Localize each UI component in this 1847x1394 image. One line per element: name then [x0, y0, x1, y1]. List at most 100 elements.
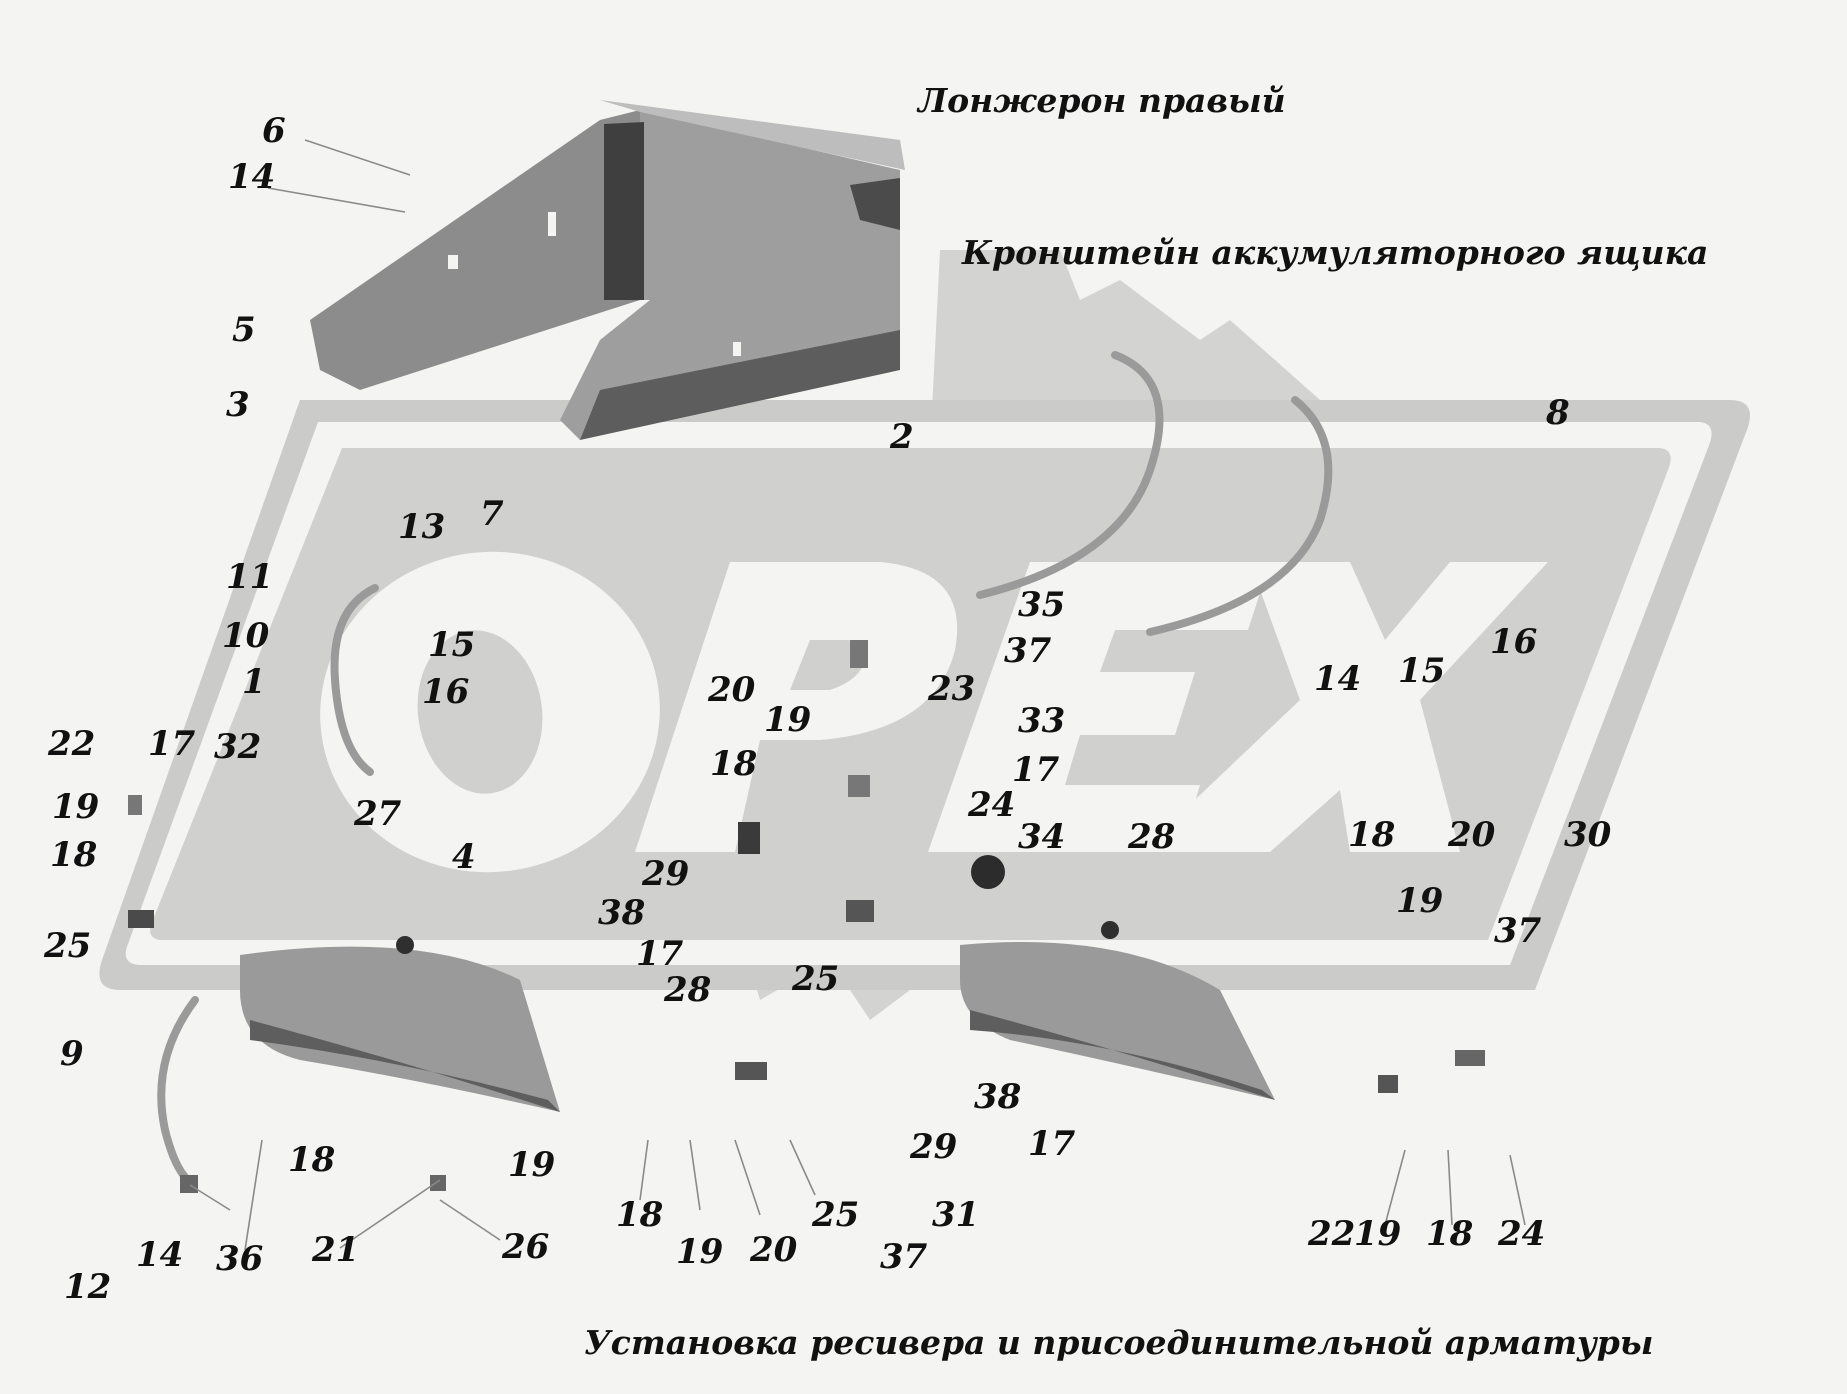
callout-label: 35 [1018, 585, 1066, 625]
callout-label: 5 [232, 310, 256, 350]
receiver-right [960, 942, 1275, 1100]
callout-label: 37 [1004, 631, 1052, 671]
callout-label: 20 [708, 670, 756, 710]
callout-label: 10 [222, 616, 270, 656]
callout-label: 26 [502, 1227, 550, 1267]
callout-label: 7 [480, 494, 504, 534]
callout-label: 33 [1018, 701, 1066, 741]
tubes [157, 351, 1333, 1186]
watermark-letter-x [1140, 562, 1548, 852]
leader-line [1447, 1149, 1453, 1226]
leader-line [244, 1139, 263, 1251]
leader-line [639, 1139, 649, 1201]
fitting-9 [180, 1175, 198, 1193]
callout-label: 19 [1396, 881, 1444, 921]
callout-label: 25 [44, 926, 92, 966]
callout-label: 28 [664, 970, 712, 1010]
callout-label: 38 [598, 893, 646, 933]
callout-label: 18 [50, 835, 98, 875]
bracket-hole-1 [448, 255, 458, 269]
callout-label: 38 [974, 1077, 1022, 1117]
callout-label: 29 [642, 854, 690, 894]
leader-line [734, 1139, 761, 1216]
watermark-letter-p [635, 562, 958, 852]
callout-label: 27 [354, 794, 402, 834]
callout-label: 37 [1494, 911, 1542, 951]
fitting-2 [128, 795, 142, 815]
leader-line [339, 1179, 441, 1249]
caption-battery-bracket: Кронштейн аккумуляторного ящика [962, 233, 1709, 272]
callout-label: 15 [428, 625, 476, 665]
receiver-right-shade [970, 1010, 1275, 1100]
fitting-4 [846, 900, 874, 922]
callout-label: 25 [812, 1195, 860, 1235]
leader-line [439, 1199, 501, 1241]
receiver-left-shade [250, 1020, 560, 1112]
drain-plug [971, 855, 1005, 889]
callout-label: 8 [1546, 393, 1570, 433]
fitting-3 [848, 775, 870, 797]
bracket-hole-3 [733, 342, 741, 356]
leader-line [1384, 1149, 1406, 1226]
bracket-right-notch [850, 178, 900, 230]
tube-left [330, 584, 379, 776]
callout-label: 17 [636, 934, 684, 974]
callout-label: 3 [226, 385, 250, 425]
callout-label: 37 [880, 1237, 928, 1277]
callout-label: 16 [422, 672, 470, 712]
bracket-hole-2 [548, 212, 556, 236]
leader-line [189, 1184, 231, 1211]
callout-label: 18 [1426, 1214, 1474, 1254]
callout-label: 30 [1564, 815, 1612, 855]
callout-label: 9 [60, 1034, 84, 1074]
callout-label: 18 [1348, 815, 1396, 855]
fittings [128, 640, 1485, 1193]
callout-label: 17 [148, 724, 196, 764]
callout-label: 18 [616, 1195, 664, 1235]
fitting-5 [735, 1062, 767, 1080]
callout-label: 13 [398, 507, 446, 547]
callout-label: 18 [288, 1140, 336, 1180]
callout-label: 19 [508, 1145, 556, 1185]
callout-label: 11 [226, 557, 274, 597]
watermark-logo [99, 250, 1751, 1020]
callout-label: 15 [1398, 651, 1446, 691]
receivers [240, 921, 1275, 1112]
callout-label: 24 [968, 785, 1016, 825]
callout-label: 34 [1018, 817, 1066, 857]
fitting-7 [1455, 1050, 1485, 1066]
callout-label: 19 [676, 1232, 724, 1272]
leader-line [789, 1139, 816, 1196]
bracket-dark-edge [604, 122, 644, 300]
callout-label: 14 [136, 1235, 184, 1275]
leader-line [689, 1139, 701, 1211]
callout-label: 6 [262, 111, 286, 151]
callout-label: 29 [910, 1127, 958, 1167]
callout-label: 22 [1308, 1214, 1356, 1254]
valve-block [738, 822, 760, 854]
leader-line [1509, 1154, 1526, 1226]
callout-label: 25 [792, 959, 840, 999]
callout-label: 1 [242, 662, 266, 702]
callout-label: 16 [1490, 622, 1538, 662]
bracket-left-plate [310, 110, 640, 390]
callout-label: 17 [1012, 750, 1060, 790]
leader-line [267, 187, 406, 213]
callout-label: 18 [710, 744, 758, 784]
fitting-6 [850, 640, 868, 668]
callout-label: 28 [1128, 817, 1176, 857]
callout-label: 21 [312, 1230, 360, 1270]
callout-label: 19 [1354, 1214, 1402, 1254]
watermark-letter-e [928, 562, 1270, 852]
callout-label: 22 [48, 724, 96, 764]
callout-label: 19 [764, 700, 812, 740]
callout-label: 36 [216, 1239, 264, 1279]
callout-label: 20 [750, 1230, 798, 1270]
bracket-top-flange [600, 100, 905, 170]
receiver-right-fitting [1101, 921, 1119, 939]
battery-bracket-part [310, 100, 905, 440]
callout-label: 32 [214, 727, 262, 767]
bracket-bottom-edge [580, 330, 900, 440]
